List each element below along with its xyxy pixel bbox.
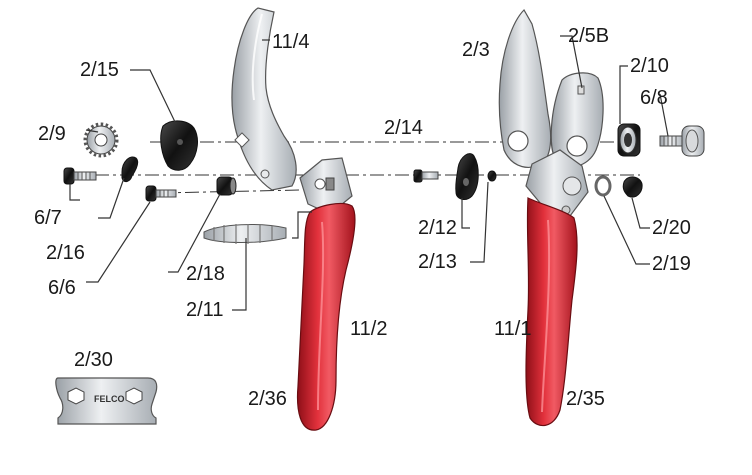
part-2-5B-anvil [550,72,604,168]
part-2-18-nut [216,176,237,196]
leader-lines [69,35,669,311]
part-2-12-hole [463,178,469,186]
label-6-6: 6/6 [48,277,76,299]
part-11-2-grip-highlight [317,221,325,411]
part-6-6-screw [145,185,177,202]
part-2-5B-pin [577,85,585,95]
label-2-11: 2/11 [186,299,223,321]
part-2-15-hole [177,139,183,145]
label-2-18: 2/18 [186,263,225,285]
part-11-4-square-hole [234,132,250,148]
part-11-1-grip-highlight [541,219,551,413]
label-2-30: 2/30 [74,349,113,371]
part-2-16-clip [121,156,139,183]
part-2-12-lever [455,153,479,200]
part-2-5B-hole [566,135,588,157]
part-11-4-blade-edge [251,13,263,101]
part-2-15-plate [160,120,198,171]
part-2-13-washer [487,170,497,182]
label-2-3: 2/3 [462,39,490,61]
label-11-2: 11/2 [350,318,387,340]
label-2-13: 2/13 [418,251,457,273]
label-2-10: 2/10 [630,55,669,77]
part-11-1-head-boss [562,176,582,196]
part-11-2-red-grip [296,202,356,431]
label-2-14: 2/14 [384,117,423,139]
label-11-4: 11/4 [272,31,309,53]
label-2-36: 2/36 [248,388,287,410]
part-11-1-red-grip [525,197,578,427]
part-2-3-blade-hole [507,130,529,152]
wrench-brand-text: FELCO [94,394,125,404]
part-2-11-spring [203,224,287,244]
label-6-7: 6/7 [34,207,62,229]
label-2-12: 2/12 [418,217,457,239]
label-2-9: 2/9 [38,123,66,145]
part-11-1-handle-head [525,149,589,217]
part-2-19-ring [594,175,612,197]
part-2-9-cog [83,122,119,158]
part-6-8-bolt [659,125,705,157]
label-2-35: 2/35 [566,388,605,410]
part-11-2-head-slot [325,177,335,191]
label-11-1: 11/1 [494,318,531,340]
part-2-20-cap [622,176,643,198]
part-6-7-screw [63,167,97,185]
part-2-3-blade [498,9,552,168]
part-11-4-blade [231,7,297,191]
label-2-16: 2/16 [46,242,85,264]
part-2-10-nut [617,123,641,157]
part-11-2-head-hole [314,178,326,190]
part-11-4-pin [260,169,270,179]
label-2-19: 2/19 [652,253,691,275]
label-2-20: 2/20 [652,217,691,239]
part-2-14-screw [413,169,439,183]
label-2-5B: 2/5B [568,25,609,47]
label-2-15: 2/15 [80,59,119,81]
part-2-30-wrench [55,377,158,425]
label-6-8: 6/8 [640,87,668,109]
